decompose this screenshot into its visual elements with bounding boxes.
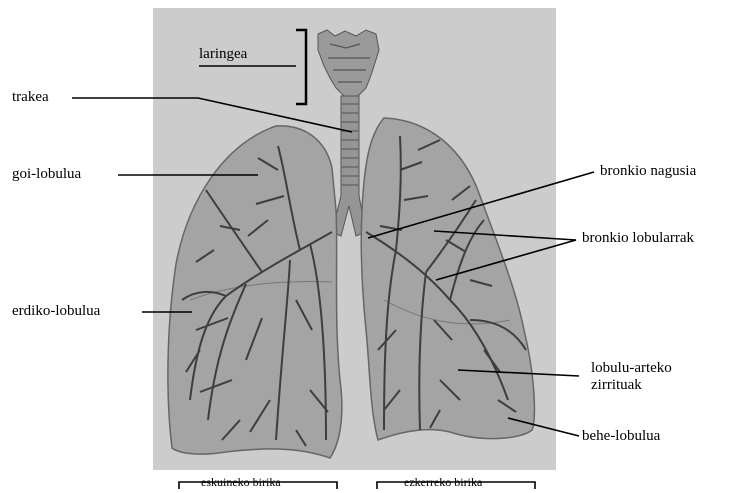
right-lung-label: eskuineko birika: [201, 475, 281, 489]
left-lung-label: ezkerreko birika: [404, 475, 482, 489]
lobar-bronchi-label: bronkio lobularrak: [582, 230, 694, 247]
main-bronchus-label: bronkio nagusia: [600, 163, 696, 180]
trachea-label: trakea: [12, 89, 49, 106]
lower-lobe-label: behe-lobulua: [582, 428, 660, 445]
interlobar-fissures-label: lobulu-arteko zirrituak: [591, 360, 672, 394]
upper-lobe-label: goi-lobulua: [12, 166, 81, 183]
larynx-label: laringea: [199, 46, 247, 63]
middle-lobe-label: erdiko-lobulua: [12, 303, 100, 320]
